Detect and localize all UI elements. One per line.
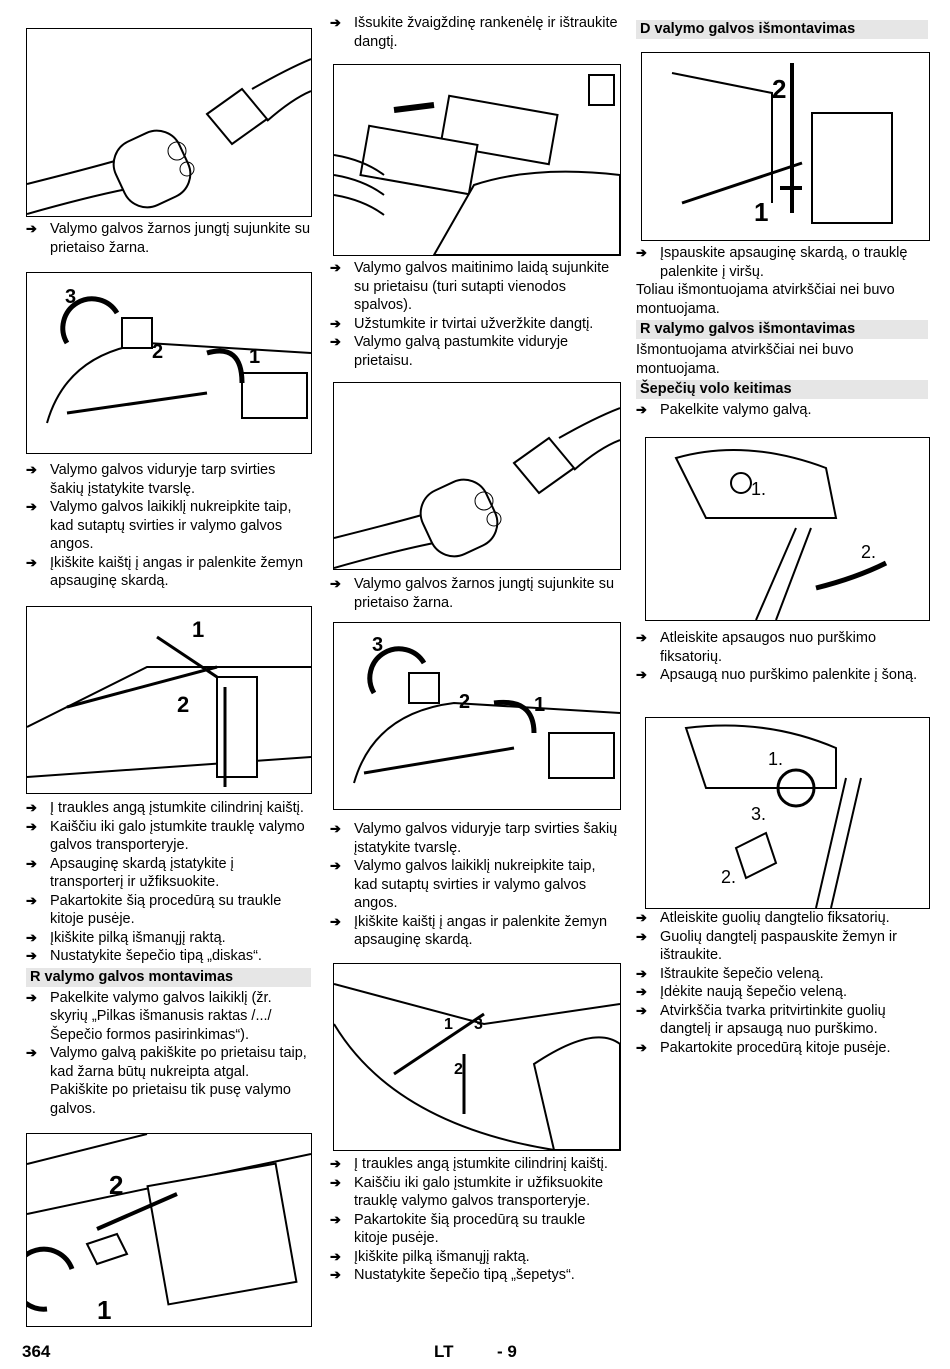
instruction-step: Ištraukite šepečio veleną. xyxy=(636,965,928,984)
figure-cable-connect xyxy=(333,64,621,256)
callout-1: 1 xyxy=(249,346,260,368)
instruction-step: Kaiščiu iki galo įstumkite ir užfiksuoki… xyxy=(330,1174,620,1211)
instruction-step: Guolių dangtelį paspauskite žemyn ir išt… xyxy=(636,928,928,965)
callout-1: 1 xyxy=(97,1295,111,1325)
section-heading-d-dismount: D valymo galvos išmontavimas xyxy=(636,20,928,39)
instruction-step: Valymo galvą pakiškite po prietaisu taip… xyxy=(26,1044,311,1118)
instruction-step: Įkiškite kaištį į angas ir palenkite žem… xyxy=(26,554,311,591)
instruction-step: Į traukles angą įstumkite cilindrinį kai… xyxy=(330,1155,620,1174)
callout-1: 1 xyxy=(444,1016,453,1033)
instruction-step: Įkiškite pilką išmanųjį raktą. xyxy=(26,929,311,948)
section-heading-r-mount: R valymo galvos montavimas xyxy=(26,967,311,987)
section-page: - 9 xyxy=(497,1342,517,1361)
callout-2: 2 xyxy=(177,692,189,717)
callout-1: 1. xyxy=(751,479,766,499)
callout-1: 1 xyxy=(534,694,545,716)
callout-3: 3 xyxy=(474,1016,483,1033)
figure-pin-insert-1: 1 2 xyxy=(26,606,312,794)
callout-2: 2 xyxy=(109,1170,123,1200)
callout-2: 2 xyxy=(152,341,163,363)
figure-knob-cover: 2 1 xyxy=(26,1133,312,1327)
callout-2: 2 xyxy=(454,1061,463,1078)
instruction-step: Valymo galvos viduryje tarp svirties šak… xyxy=(26,461,311,498)
callout-1: 1. xyxy=(768,749,783,769)
instruction-step: Atleiskite guolių dangtelio fiksatorių. xyxy=(636,909,928,928)
instruction-step: Pakelkite valymo galvos laikiklį (žr. sk… xyxy=(26,989,311,1045)
callout-1: 1 xyxy=(754,197,768,227)
instruction-step: Užstumkite ir tvirtai užveržkite dangtį. xyxy=(330,315,620,334)
instruction-step: Valymo galvos žarnos jungtį sujunkite su… xyxy=(330,575,620,612)
language-code: LT xyxy=(434,1342,454,1361)
instruction-step: Valymo galvos laikiklį nukreipkite taip,… xyxy=(330,857,620,913)
instruction-step: Kaiščiu iki galo įstumkite trauklę valym… xyxy=(26,818,311,855)
instruction-step: Įspauskite apsauginę skardą, o trauklę p… xyxy=(636,244,928,281)
page-footer: 364 LT - 9 xyxy=(0,1337,950,1369)
paragraph: Toliau išmontuojama atvirkščiai nei buvo… xyxy=(636,282,895,317)
section-heading-r-dismount: R valymo galvos išmontavimas xyxy=(636,320,928,339)
instruction-step: Nustatykite šepečio tipą „šepetys“. xyxy=(330,1266,620,1285)
paragraph: Išmontuojama atvirkščiai nei buvo montuo… xyxy=(636,342,854,377)
callout-3: 3. xyxy=(751,804,766,824)
callout-3: 3 xyxy=(372,634,383,656)
instruction-step: Apsauginę skardą įstatykite į transporte… xyxy=(26,855,311,892)
instruction-step: Pakelkite valymo galvą. xyxy=(636,401,928,420)
section-heading-brush-replace: Šepečių volo keitimas xyxy=(636,380,928,399)
callout-1: 1 xyxy=(192,617,204,642)
instruction-step: Pakartokite procedūrą kitoje pusėje. xyxy=(636,1039,928,1058)
instruction-step: Įkiškite kaištį į angas ir palenkite žem… xyxy=(330,913,620,950)
figure-brush-step-2: 1. 3. 2. xyxy=(645,717,930,909)
instruction-step: Nustatykite šepečio tipą „diskas“. xyxy=(26,947,311,966)
instruction-step: Į traukles angą įstumkite cilindrinį kai… xyxy=(26,799,311,818)
callout-2: 2 xyxy=(459,691,470,713)
figure-d-dismount: 2 1 xyxy=(641,52,930,241)
instruction-step: Valymo galvos žarnos jungtį sujunkite su… xyxy=(26,220,311,257)
instruction-step: Pakartokite šią procedūrą su traukle kit… xyxy=(330,1211,620,1248)
instruction-step: Valymo galvos maitinimo laidą sujunkite … xyxy=(330,259,620,315)
callout-2: 2. xyxy=(861,542,876,562)
figure-pin-insert-2: 1 3 2 xyxy=(333,963,621,1151)
instruction-step: Valymo galvos viduryje tarp svirties šak… xyxy=(330,820,620,857)
figure-brush-step-1: 1. 2. xyxy=(645,437,930,621)
instruction-step: Valymo galvos laikiklį nukreipkite taip,… xyxy=(26,498,311,554)
instruction-step: Išsukite žvaigždinę rankenėlę ir ištrauk… xyxy=(330,14,620,51)
callout-2: 2 xyxy=(772,74,786,104)
instruction-step: Pakartokite šią procedūrą su traukle kit… xyxy=(26,892,311,929)
instruction-step: Įdėkite naują šepečio veleną. xyxy=(636,983,928,1002)
figure-lever-insert-1: 3 2 1 xyxy=(26,272,312,454)
instruction-step: Apsaugą nuo purškimo palenkite į šoną. xyxy=(636,666,928,685)
callout-2: 2. xyxy=(721,867,736,887)
figure-hose-connect-2 xyxy=(333,382,621,570)
instruction-step: Atleiskite apsaugos nuo purškimo fiksato… xyxy=(636,629,928,666)
instruction-step: Atvirkščia tvarka pritvirtinkite guolių … xyxy=(636,1002,928,1039)
page-number: 364 xyxy=(22,1342,51,1361)
instruction-step: Įkiškite pilką išmanųjį raktą. xyxy=(330,1248,620,1267)
figure-lever-insert-2: 3 2 1 xyxy=(333,622,621,810)
callout-3: 3 xyxy=(65,286,76,308)
instruction-step: Valymo galvą pastumkite viduryje prietai… xyxy=(330,333,620,370)
figure-hose-connect-1 xyxy=(26,28,312,217)
